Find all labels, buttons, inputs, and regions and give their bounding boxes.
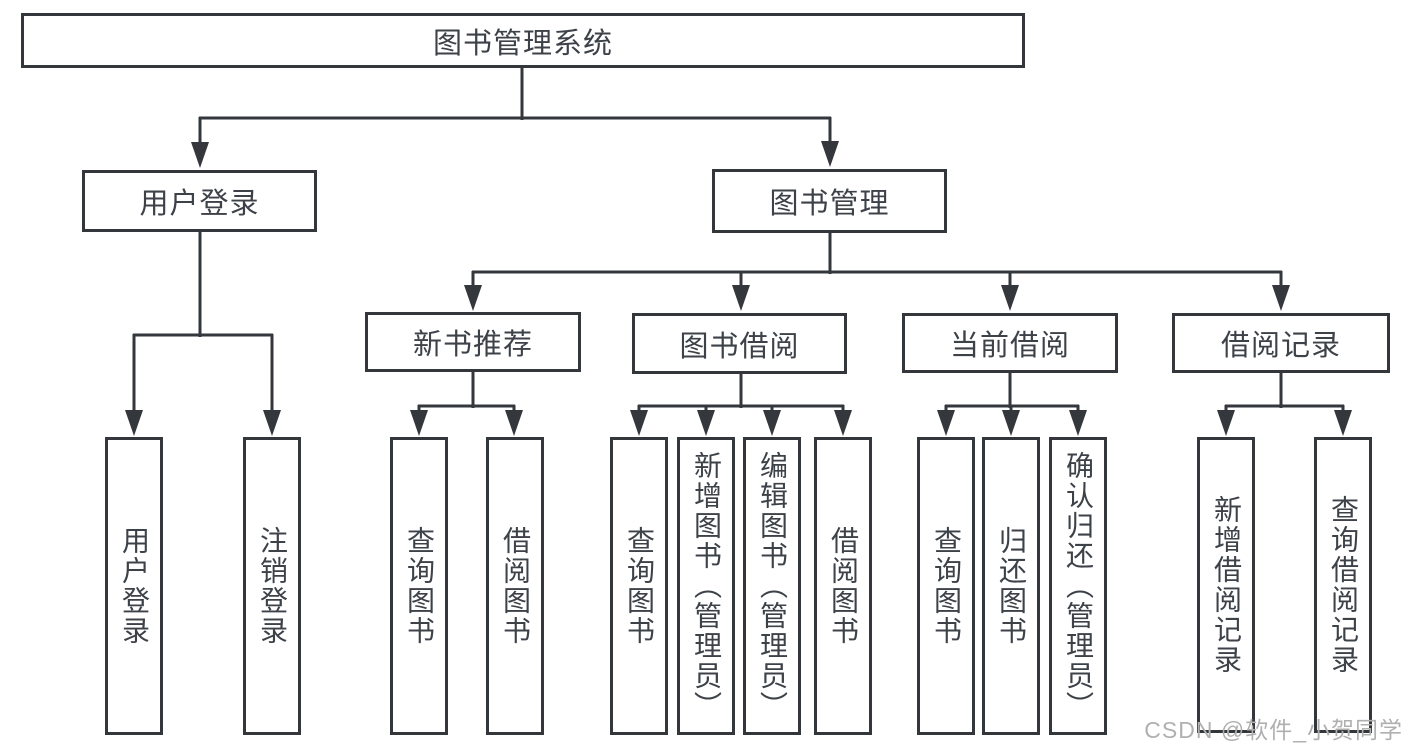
node-leaf-query-books-2: 查询图书 <box>610 437 668 735</box>
node-borrow-records: 借阅记录 <box>1172 313 1390 373</box>
leaf-label: 查询借阅记录 <box>1328 495 1359 675</box>
leaf-label: 借阅图书 <box>500 526 531 646</box>
leaf-label: 编辑图书（管理员） <box>757 451 788 721</box>
node-user-login: 用户登录 <box>82 170 317 232</box>
node-current-borrow: 当前借阅 <box>902 313 1118 373</box>
node-leaf-borrow-books-1: 借阅图书 <box>486 437 544 735</box>
leaf-label: 查询图书 <box>404 526 435 646</box>
node-leaf-query-books-3: 查询图书 <box>917 437 975 735</box>
leaf-label: 确认归还（管理员） <box>1063 451 1094 721</box>
node-leaf-borrow-books-2: 借阅图书 <box>814 437 872 735</box>
leaf-label: 新增借阅记录 <box>1211 495 1242 675</box>
node-leaf-confirm-return: 确认归还（管理员） <box>1049 437 1107 735</box>
leaf-label: 查询图书 <box>931 526 962 646</box>
node-leaf-add-borrow-record: 新增借阅记录 <box>1197 437 1255 733</box>
node-book-borrow: 图书借阅 <box>632 313 847 374</box>
node-leaf-query-borrow-record: 查询借阅记录 <box>1314 437 1372 733</box>
leaf-label: 用户登录 <box>119 526 150 646</box>
leaf-label: 查询图书 <box>624 526 655 646</box>
node-new-book-recommend: 新书推荐 <box>365 312 581 372</box>
node-leaf-user-login: 用户登录 <box>105 437 163 735</box>
node-library-system: 图书管理系统 <box>21 13 1025 68</box>
node-leaf-return-book: 归还图书 <box>982 437 1040 735</box>
leaf-label: 归还图书 <box>996 526 1027 646</box>
leaf-label: 注销登录 <box>257 526 288 646</box>
node-book-management: 图书管理 <box>712 169 947 233</box>
node-leaf-query-books-1: 查询图书 <box>390 437 448 735</box>
leaf-label: 新增图书（管理员） <box>691 451 722 721</box>
node-leaf-logout: 注销登录 <box>243 437 301 735</box>
leaf-label: 借阅图书 <box>828 526 859 646</box>
node-leaf-add-book: 新增图书（管理员） <box>677 437 735 735</box>
node-leaf-edit-book: 编辑图书（管理员） <box>743 437 801 735</box>
csdn-watermark: CSDN @软件_小贺同学 <box>1144 717 1403 743</box>
